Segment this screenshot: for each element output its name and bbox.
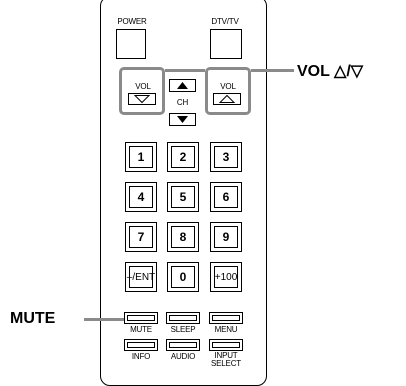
menu-label: MENU — [214, 325, 238, 334]
info-button[interactable] — [124, 339, 158, 351]
info-label: INFO — [131, 352, 151, 361]
triangle-down-icon — [133, 95, 151, 104]
key-3[interactable]: 3 — [210, 142, 242, 172]
vol-right-label: VOL — [220, 82, 236, 91]
input-select-button[interactable] — [209, 339, 243, 351]
menu-button[interactable] — [209, 312, 243, 324]
vol-callout-line — [251, 69, 294, 72]
key-ent[interactable]: –/ENT — [125, 262, 157, 292]
audio-button[interactable] — [166, 339, 200, 351]
key-4[interactable]: 4 — [125, 182, 157, 212]
channel-up-button[interactable] — [169, 79, 196, 92]
dtvtv-button[interactable] — [210, 29, 242, 59]
audio-label: AUDIO — [170, 352, 196, 361]
key-5[interactable]: 5 — [167, 182, 199, 212]
input-select-label: INPUT SELECT — [211, 351, 241, 368]
sleep-button[interactable] — [166, 312, 200, 324]
vol-up-button[interactable] — [213, 93, 241, 105]
vol-up-highlight — [205, 67, 251, 115]
key-2[interactable]: 2 — [167, 142, 199, 172]
channel-down-button[interactable] — [169, 113, 196, 126]
key-8[interactable]: 8 — [167, 222, 199, 252]
vol-down-button[interactable] — [128, 93, 156, 105]
power-label: POWER — [117, 17, 147, 26]
triangle-up-icon — [218, 94, 236, 103]
key-6[interactable]: 6 — [210, 182, 242, 212]
vol-down-highlight — [119, 67, 165, 115]
key-plus100[interactable]: +100 — [210, 262, 242, 292]
mute-callout-line — [84, 318, 124, 321]
mute-button[interactable] — [124, 312, 158, 324]
key-0[interactable]: 0 — [167, 262, 199, 292]
vol-left-label: VOL — [135, 82, 151, 91]
power-button[interactable] — [116, 29, 146, 59]
vol-bridge-line — [165, 69, 205, 72]
mute-label: MUTE — [130, 325, 152, 334]
sleep-label: SLEEP — [170, 325, 196, 334]
key-7[interactable]: 7 — [125, 222, 157, 252]
arrow-down-icon — [177, 116, 188, 123]
dtvtv-label: DTV/TV — [211, 17, 239, 26]
mute-callout-text: MUTE — [10, 310, 56, 327]
arrow-up-icon — [177, 82, 188, 89]
key-9[interactable]: 9 — [210, 222, 242, 252]
key-1[interactable]: 1 — [125, 142, 157, 172]
vol-callout-text: VOL △/▽ — [297, 63, 364, 80]
channel-label: CH — [176, 98, 189, 107]
